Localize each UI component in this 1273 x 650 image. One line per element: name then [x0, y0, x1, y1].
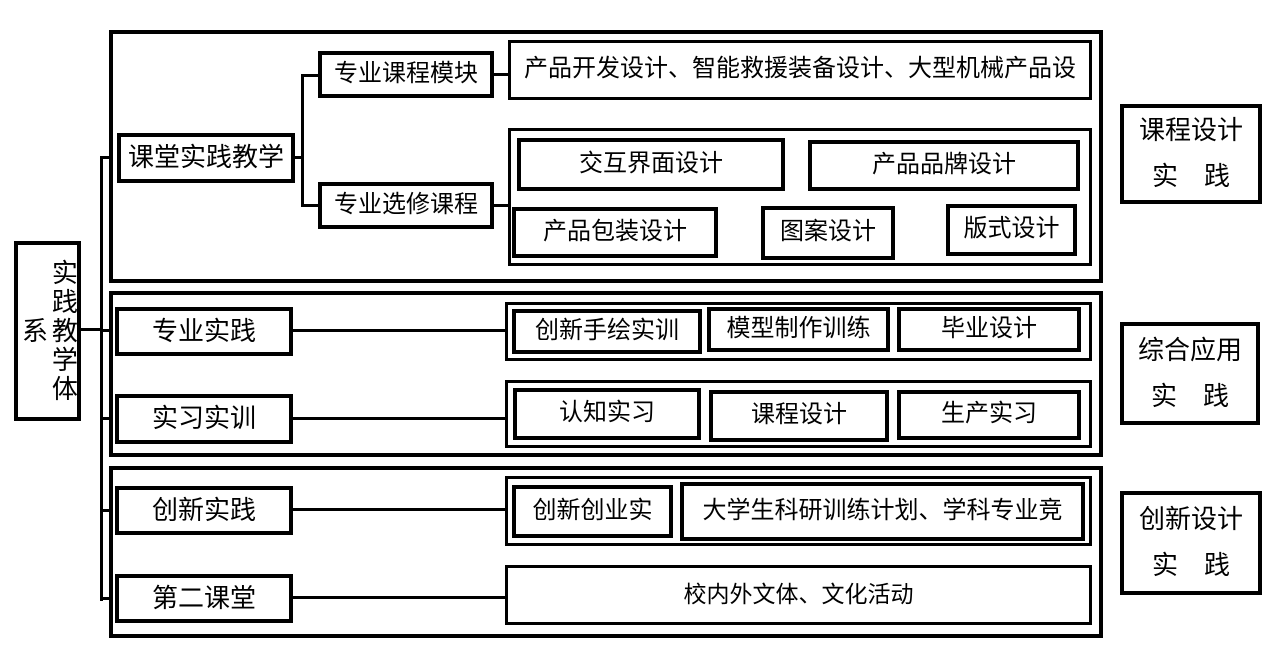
item-course-design: 课程设计	[709, 390, 889, 442]
connector-branch4-stub	[100, 509, 115, 512]
side-label-course-design-practice: 课程设计 实 践	[1120, 104, 1262, 204]
connector-elective-to-container	[494, 204, 508, 207]
side-label-line1: 综合应用	[1137, 335, 1242, 365]
connector-branch2-stub	[100, 329, 115, 332]
connector-classroom-vertical	[301, 74, 304, 207]
node-professional-elective-courses: 专业选修课程	[318, 182, 494, 229]
connector-professional-practice	[293, 329, 505, 332]
node-professional-practice: 专业实践	[115, 307, 293, 356]
connector-root-stub	[80, 328, 103, 331]
node-second-classroom: 第二课堂	[115, 574, 293, 623]
connector-trunk	[100, 156, 103, 601]
item-layout-design: 版式设计	[946, 204, 1077, 256]
item-cognitive-internship: 认知实习	[513, 388, 701, 440]
connector-branch1-stub	[100, 156, 117, 159]
connector-branch5-stub	[100, 597, 115, 600]
side-label-line2: 实 践	[1150, 381, 1229, 411]
item-module-courses: 产品开发设计、智能救援装备设计、大型机械产品设	[508, 40, 1092, 100]
side-label-comprehensive-application-practice: 综合应用 实 践	[1120, 322, 1260, 425]
side-label-line2: 实 践	[1151, 162, 1230, 191]
node-professional-course-module: 专业课程模块	[318, 51, 494, 98]
connector-elective-stub	[304, 204, 318, 207]
node-innovation-practice: 创新实践	[115, 486, 293, 535]
root-node-practice-teaching-system: 实践教学体系	[14, 241, 81, 421]
item-innovation-entrepreneurship: 创新创业实	[512, 485, 673, 538]
side-label-innovative-design-practice: 创新设计 实 践	[1120, 491, 1262, 595]
connector-second-classroom	[293, 596, 505, 599]
node-internship-training: 实习实训	[115, 394, 293, 444]
connector-classroom-branch	[295, 156, 304, 159]
item-model-making-training: 模型制作训练	[707, 307, 890, 352]
item-research-training-competition: 大学生科研训练计划、学科专业竞	[680, 482, 1085, 541]
item-innovative-sketch-training: 创新手绘实训	[512, 309, 702, 354]
connector-internship-training	[293, 417, 505, 420]
side-label-line1: 创新设计	[1138, 505, 1243, 535]
item-cultural-activities: 校内外文体、文化活动	[505, 565, 1092, 625]
side-label-line1: 课程设计	[1138, 116, 1243, 146]
item-graduation-design: 毕业设计	[897, 307, 1081, 352]
item-pattern-design: 图案设计	[761, 206, 895, 260]
connector-innovation-practice	[293, 508, 505, 511]
node-classroom-practice-teaching: 课堂实践教学	[117, 133, 295, 183]
item-product-brand-design: 产品品牌设计	[808, 140, 1080, 191]
connector-module-to-courses	[494, 73, 508, 76]
item-interaction-interface-design: 交互界面设计	[517, 138, 785, 191]
side-label-line2: 实 践	[1151, 551, 1230, 580]
item-production-internship: 生产实习	[897, 390, 1081, 440]
connector-module-stub	[304, 74, 318, 77]
item-product-packaging-design: 产品包装设计	[512, 207, 718, 258]
connector-branch3-stub	[100, 417, 115, 420]
